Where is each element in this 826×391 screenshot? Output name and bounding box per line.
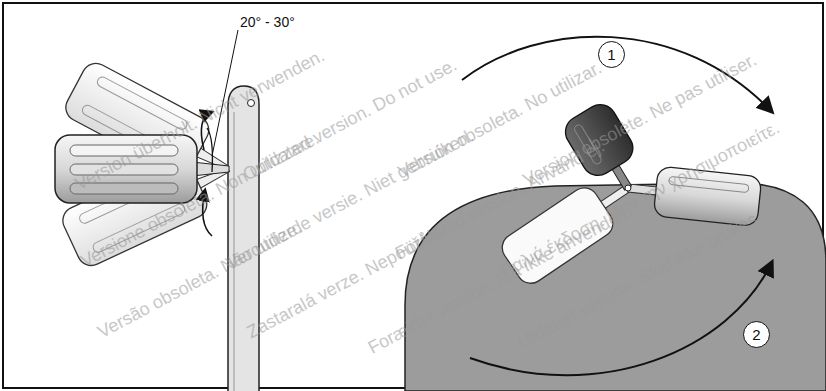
wrench-ghost-up	[61, 58, 243, 194]
wrench-handle	[653, 166, 762, 227]
callout-text: 2	[752, 326, 760, 343]
rotation-arrow	[207, 128, 212, 172]
callout-number: 1	[598, 41, 625, 68]
wrench-shaft	[628, 184, 659, 195]
watermark: Παλιά έκδοση. Μην την χρησιμοποιείτε.	[497, 117, 783, 283]
header-bracket	[228, 86, 259, 391]
watermark: Version überholt. Nicht verwenden.	[72, 45, 328, 195]
rotation-arrow	[201, 112, 212, 150]
wrench-right	[625, 163, 762, 227]
wrench-handle	[560, 99, 639, 182]
handle-groove	[573, 124, 603, 166]
callout-number: 2	[743, 321, 770, 348]
watermark: Verouderde versie. Niet gebruiken.	[223, 126, 478, 275]
handle-groove	[70, 145, 178, 156]
handle-groove	[70, 183, 178, 194]
direction-arrow	[462, 37, 772, 112]
watermark: Föråldrad version. Använd ej.	[392, 136, 609, 264]
handle-groove	[96, 75, 189, 131]
handle-groove	[669, 176, 749, 192]
watermark: Forældet version. Må ikke anvendes.	[365, 201, 635, 358]
rotation-arrow	[203, 190, 212, 236]
angle-dimension: 20° - 30°	[240, 14, 295, 30]
watermark: Versión obsoleta. No utilizar.	[395, 57, 605, 182]
wrench-handle	[497, 182, 618, 288]
header-body	[405, 183, 826, 391]
handle-groove	[91, 202, 186, 253]
leader-line	[212, 30, 238, 156]
wrench-dark	[560, 99, 652, 202]
watermark: Zastaralá verze. Nepoužívat.	[243, 217, 456, 344]
setscrew	[625, 185, 631, 191]
wrench-handle	[55, 135, 197, 203]
watermark: Versione obsoleta. Non utilizzare.	[77, 128, 323, 272]
handle-groove	[70, 164, 178, 175]
watermark: Version obsolète. Ne pas utiliser.	[520, 49, 760, 190]
watermark: Outdated version. Do not use.	[239, 55, 460, 186]
bracket-edge	[233, 112, 235, 391]
callout-text: 1	[607, 46, 615, 63]
direction-arrow	[470, 262, 772, 375]
watermark: Utdatert versjon. Skal ikke brukes.	[514, 207, 765, 354]
setscrew-hole	[248, 100, 255, 107]
watermark: Versão obsoleta. Não utilize.	[94, 217, 305, 343]
